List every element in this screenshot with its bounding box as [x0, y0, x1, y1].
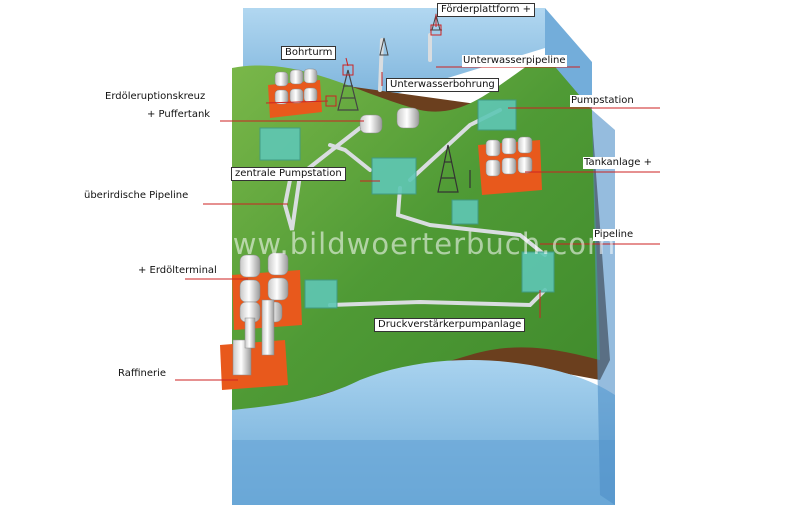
label-erdoeleruptionskreuz: Erdöleruptionskreuz	[104, 91, 207, 103]
label-bohrturm: Bohrturm	[281, 46, 337, 60]
leader-lines	[175, 14, 660, 381]
tank-farm-left	[268, 68, 322, 118]
label-erdoelterminal: + Erdölterminal	[137, 265, 218, 277]
label-tankanlage: Tankanlage +	[583, 157, 653, 169]
pipeline-network	[282, 33, 547, 308]
derrick	[337, 69, 359, 111]
label-ueberirdische-pipeline: überirdische Pipeline	[83, 190, 190, 202]
label-unterwasserpipeline: Unterwasserpipeline	[462, 55, 567, 67]
label-pipeline: Pipeline	[593, 229, 635, 241]
offshore-platform	[379, 13, 442, 56]
label-pumpstation: Pumpstation	[570, 95, 635, 107]
sea-right-wall	[545, 8, 592, 110]
pump-stations	[259, 99, 555, 309]
sea-front-wall	[232, 440, 615, 505]
label-zentrale-pumpstation: zentrale Pumpstation	[231, 167, 346, 181]
label-druckverstaerkerpumpanlage: Druckverstärkerpumpanlage	[374, 318, 526, 332]
watermark: www.bildwoerterbuch.com	[208, 227, 617, 261]
land-derricks	[437, 144, 471, 193]
label-raffinerie: Raffinerie	[117, 368, 168, 380]
label-foerderplattform: Förderplattform +	[437, 3, 536, 17]
label-unterwasserbohrung: Unterwasserbohrung	[386, 78, 499, 92]
tank-farm-right	[478, 136, 542, 195]
buffer-tanks	[359, 107, 420, 134]
refinery	[220, 299, 288, 390]
sea-right-front-wall	[592, 110, 615, 505]
label-puffertank: + Puffertank	[146, 109, 212, 121]
